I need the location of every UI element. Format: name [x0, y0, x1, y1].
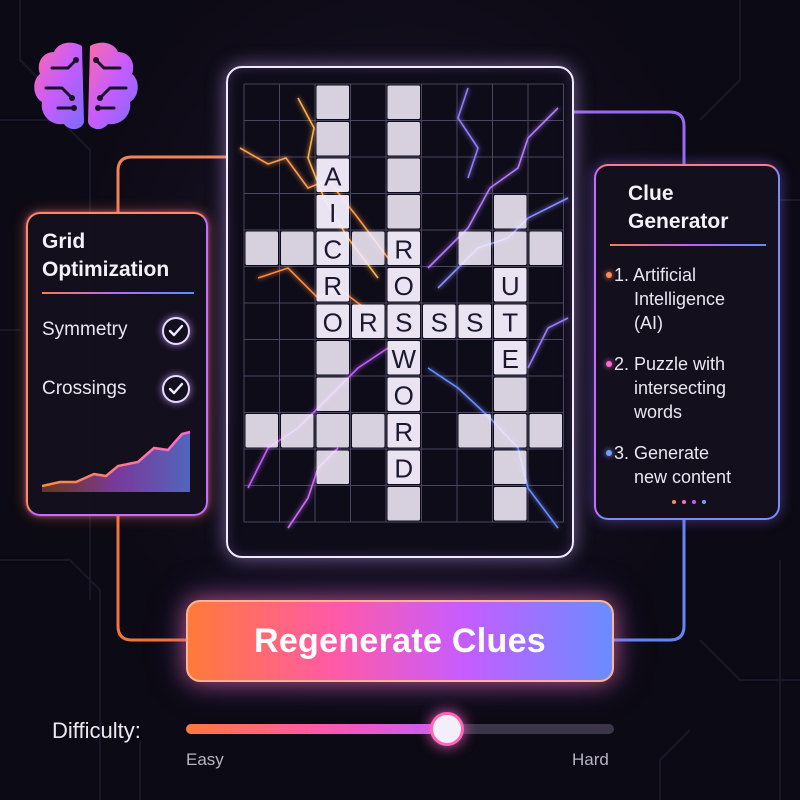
- grid-cell-blank[interactable]: [316, 122, 350, 156]
- grid-cell-blank[interactable]: [281, 231, 314, 266]
- clue-1-line-3: (AI): [634, 313, 663, 333]
- clue-2-line-2: intersecting: [634, 378, 727, 398]
- bullet-dot: [606, 361, 612, 367]
- panel-divider: [610, 244, 766, 246]
- brain-icon: [34, 42, 138, 130]
- grid-cell-blank[interactable]: [529, 231, 563, 266]
- clue-3-line-2: new content: [634, 467, 732, 487]
- cell-letter: R: [323, 271, 342, 301]
- difficulty-slider-fill: [186, 724, 448, 734]
- cell-letter: S: [466, 307, 483, 337]
- grid-cell-down-center[interactable]: R: [387, 231, 421, 266]
- regenerate-clues-button[interactable]: Regenerate Clues: [186, 600, 614, 682]
- grid-cell-down-left[interactable]: O: [316, 304, 350, 339]
- pagination-dots-icon: [672, 500, 706, 504]
- cell-letter: W: [391, 344, 416, 374]
- grid-cell-blank[interactable]: [387, 487, 421, 521]
- clue-2-line-3: words: [634, 402, 683, 422]
- grid-optimization-panel: Grid Optimization Symmetry Crossings: [26, 212, 208, 516]
- cell-letter: O: [394, 271, 414, 301]
- grid-cell-down-left[interactable]: I: [316, 195, 350, 229]
- grid-cell-blank[interactable]: [387, 122, 421, 156]
- area-chart-icon: [42, 430, 192, 495]
- grid-cell-across[interactable]: S: [423, 304, 456, 339]
- grid-cell-blank[interactable]: [316, 414, 350, 448]
- grid-cell-blank[interactable]: [494, 377, 527, 412]
- grid-cell-blank[interactable]: [316, 377, 350, 412]
- panel-divider: [42, 292, 194, 294]
- grid-cell-blank[interactable]: [387, 85, 421, 120]
- grid-cell-across[interactable]: R: [352, 304, 385, 339]
- grid-cell-blank[interactable]: [352, 231, 385, 266]
- bullet-dot: [606, 450, 612, 456]
- grid-cell-down-left[interactable]: C: [316, 231, 350, 266]
- clue-3-line-1: 3. Generate: [614, 443, 710, 463]
- check-icon: [162, 375, 190, 403]
- check-icon: [162, 317, 190, 345]
- cell-letter: U: [501, 271, 520, 301]
- hard-label: Hard: [572, 750, 609, 769]
- difficulty-slider[interactable]: [186, 712, 614, 746]
- cell-letter: S: [431, 307, 448, 337]
- cell-letter: O: [394, 380, 414, 410]
- grid-cell-blank[interactable]: [245, 231, 279, 266]
- grid-cell-blank[interactable]: [494, 414, 527, 448]
- grid-cell-blank[interactable]: [352, 414, 385, 448]
- crossings-label: Crossings: [42, 378, 127, 399]
- grid-cell-down-center[interactable]: O: [387, 268, 421, 302]
- cell-letter: C: [323, 234, 342, 264]
- grid-cell-down-center[interactable]: R: [387, 414, 421, 448]
- cell-letter: D: [394, 453, 413, 483]
- grid-cell-down-left[interactable]: A: [316, 158, 350, 193]
- grid-cell-blank[interactable]: [458, 231, 492, 266]
- grid-cell-blank[interactable]: [316, 450, 350, 485]
- difficulty-slider-thumb[interactable]: [430, 712, 465, 746]
- cell-letter: E: [502, 344, 519, 374]
- grid-cell-blank[interactable]: [494, 487, 527, 521]
- grid-cell-blank[interactable]: [316, 85, 350, 120]
- grid-cell-blank[interactable]: [387, 195, 421, 229]
- grid-cell-blank[interactable]: [494, 450, 527, 485]
- grid-cell-down-left[interactable]: R: [316, 268, 350, 302]
- grid-cell-down-right[interactable]: E: [494, 341, 527, 375]
- grid-cell-blank[interactable]: [494, 231, 527, 266]
- clue-1-line-1: 1. Artificial: [614, 265, 697, 285]
- grid-cell-down-center[interactable]: O: [387, 377, 421, 412]
- clue-generator-panel: Clue Generator 1. Artificial Intelligenc…: [594, 164, 780, 520]
- grid-cell-down-right[interactable]: T: [494, 304, 527, 339]
- grid-optimization-title: Grid Optimization: [42, 230, 170, 281]
- easy-label: Easy: [186, 750, 224, 769]
- symmetry-label: Symmetry: [42, 319, 128, 340]
- grid-cell-blank[interactable]: [494, 195, 527, 229]
- clue-1-line-2: Intelligence: [634, 289, 726, 309]
- cell-letter: R: [359, 307, 378, 337]
- grid-cell-blank[interactable]: [458, 414, 492, 448]
- difficulty-label: Difficulty:: [52, 718, 141, 743]
- cell-letter: R: [394, 417, 413, 447]
- cell-letter: R: [394, 234, 413, 264]
- grid-cell-blank[interactable]: [387, 158, 421, 193]
- grid-cell-blank[interactable]: [281, 414, 314, 448]
- grid-cell-down-center[interactable]: W: [387, 341, 421, 375]
- grid-cell-across[interactable]: S: [458, 304, 492, 339]
- cell-letter: S: [395, 307, 412, 337]
- grid-cell-blank[interactable]: [316, 341, 350, 375]
- grid-cell-down-center[interactable]: D: [387, 450, 421, 485]
- grid-cell-down-right[interactable]: U: [494, 268, 527, 302]
- grid-cell-blank[interactable]: [245, 414, 279, 448]
- bullet-dot: [606, 272, 612, 278]
- regenerate-clues-label: Regenerate Clues: [253, 621, 547, 660]
- cell-letter: T: [502, 307, 518, 337]
- cell-letter: A: [324, 161, 342, 191]
- clue-generator-title: Clue Generator: [628, 182, 729, 233]
- clue-2-line-1: 2. Puzzle with: [614, 354, 726, 374]
- cell-letter: O: [323, 307, 343, 337]
- grid-cell-down-center[interactable]: S: [387, 304, 421, 339]
- grid-cell-blank[interactable]: [529, 414, 563, 448]
- cell-letter: I: [329, 198, 336, 228]
